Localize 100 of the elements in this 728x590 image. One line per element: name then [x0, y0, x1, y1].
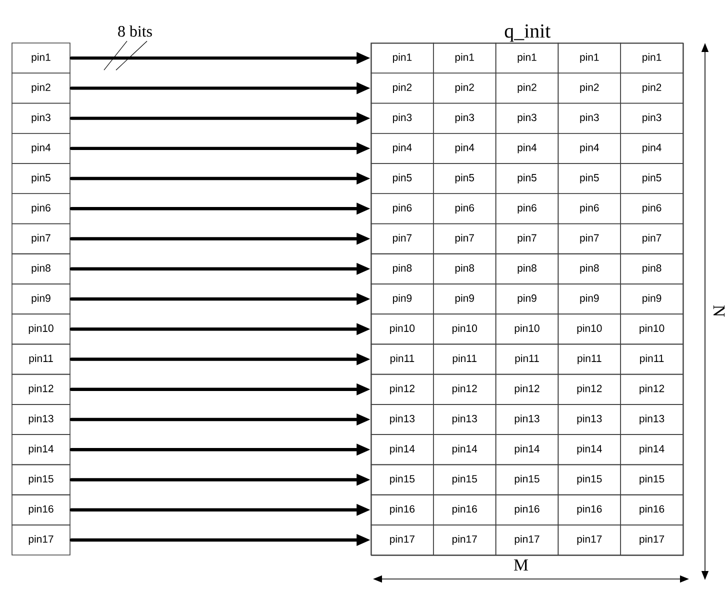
table-cell: pin3 — [620, 102, 684, 134]
table-cell: pin2 — [495, 72, 559, 104]
table-cell: pin9 — [495, 284, 559, 314]
pin-box: pin5 — [12, 163, 70, 194]
table-cell: pin12 — [558, 374, 621, 405]
table-cell: pin4 — [620, 132, 684, 164]
table-cell: pin14 — [370, 434, 434, 466]
table-cell: pin2 — [558, 72, 621, 104]
dimension-label: M — [514, 559, 528, 571]
node-label: q_init — [504, 24, 551, 42]
table-cell: pin12 — [433, 374, 496, 405]
table-cell: pin4 — [558, 132, 621, 164]
table-cell: pin1 — [433, 42, 496, 74]
pin-box: pin4 — [12, 132, 70, 164]
table-cell: pin12 — [370, 374, 434, 405]
table-cell: pin10 — [558, 314, 621, 345]
table-cell: pin9 — [370, 284, 434, 314]
table-cell: pin13 — [558, 404, 621, 435]
table-cell: pin13 — [370, 404, 434, 435]
table-cell: pin11 — [558, 344, 621, 375]
table-cell: pin6 — [433, 193, 496, 224]
table-cell: pin13 — [433, 404, 496, 435]
table-cell: pin17 — [620, 524, 684, 556]
table-cell: pin2 — [370, 72, 434, 104]
table-cell: pin11 — [620, 344, 684, 375]
table-cell: pin15 — [558, 464, 621, 496]
pin-box: pin10 — [12, 314, 70, 345]
table-cell: pin1 — [370, 42, 434, 74]
table-cell: pin16 — [370, 494, 434, 526]
table-cell: pin14 — [495, 434, 559, 466]
table-cell: pin8 — [495, 253, 559, 284]
table-cell: pin17 — [370, 524, 434, 556]
pin-box: pin7 — [12, 223, 70, 254]
table-cell: pin14 — [620, 434, 684, 466]
table-cell: pin16 — [495, 494, 559, 526]
table-cell: pin14 — [558, 434, 621, 466]
table-cell: pin8 — [370, 253, 434, 284]
table-cell: pin7 — [370, 223, 434, 254]
table-cell: pin2 — [433, 72, 496, 104]
table-cell: pin9 — [558, 284, 621, 314]
table-cell: pin10 — [620, 314, 684, 345]
table-cell: pin16 — [433, 494, 496, 526]
table-cell: pin12 — [495, 374, 559, 405]
table-cell: pin6 — [558, 193, 621, 224]
table-cell: pin5 — [495, 163, 559, 194]
table-cell: pin6 — [370, 193, 434, 224]
pin-box: pin12 — [12, 374, 70, 405]
table-cell: pin7 — [620, 223, 684, 254]
table-cell: pin13 — [495, 404, 559, 435]
pin-box: pin3 — [12, 102, 70, 134]
pin-box: pin14 — [12, 434, 70, 466]
table-cell: pin16 — [620, 494, 684, 526]
table-cell: pin17 — [495, 524, 559, 556]
pin-box: pin1 — [12, 42, 70, 74]
table-cell: pin10 — [370, 314, 434, 345]
table-cell: pin5 — [620, 163, 684, 194]
table-cell: pin3 — [433, 102, 496, 134]
table-cell: pin4 — [433, 132, 496, 164]
pin-box: pin17 — [12, 524, 70, 556]
pin-box: pin15 — [12, 464, 70, 496]
table-cell: pin7 — [558, 223, 621, 254]
table-cell: pin2 — [620, 72, 684, 104]
table-cell: pin8 — [620, 253, 684, 284]
table-cell: pin1 — [620, 42, 684, 74]
pin-box: pin2 — [12, 72, 70, 104]
pin-box: pin11 — [12, 344, 70, 375]
table-cell: pin8 — [558, 253, 621, 284]
table-cell: pin10 — [433, 314, 496, 345]
table-cell: pin9 — [433, 284, 496, 314]
table-cell: pin10 — [495, 314, 559, 345]
table-cell: pin4 — [495, 132, 559, 164]
pin-box: pin9 — [12, 284, 70, 314]
table-cell: pin3 — [495, 102, 559, 134]
table-cell: pin15 — [370, 464, 434, 496]
edge-label: 8 bits — [118, 25, 152, 37]
table-cell: pin7 — [433, 223, 496, 254]
table-cell: pin6 — [495, 193, 559, 224]
pin-box: pin16 — [12, 494, 70, 526]
pin-box: pin13 — [12, 404, 70, 435]
pin-box: pin6 — [12, 193, 70, 224]
table-cell: pin11 — [370, 344, 434, 375]
table-cell: pin3 — [558, 102, 621, 134]
table-cell: pin5 — [370, 163, 434, 194]
table-cell: pin5 — [558, 163, 621, 194]
dimension-label: N — [713, 305, 725, 317]
table-cell: pin12 — [620, 374, 684, 405]
table-cell: pin7 — [495, 223, 559, 254]
table-cell: pin17 — [558, 524, 621, 556]
table-cell: pin1 — [495, 42, 559, 74]
table-cell: pin5 — [433, 163, 496, 194]
table-cell: pin13 — [620, 404, 684, 435]
table-cell: pin4 — [370, 132, 434, 164]
table-cell: pin1 — [558, 42, 621, 74]
table-cell: pin9 — [620, 284, 684, 314]
table-cell: pin17 — [433, 524, 496, 556]
pin-box: pin8 — [12, 253, 70, 284]
table-cell: pin15 — [620, 464, 684, 496]
table-cell: pin3 — [370, 102, 434, 134]
table-cell: pin14 — [433, 434, 496, 466]
table-cell: pin11 — [495, 344, 559, 375]
